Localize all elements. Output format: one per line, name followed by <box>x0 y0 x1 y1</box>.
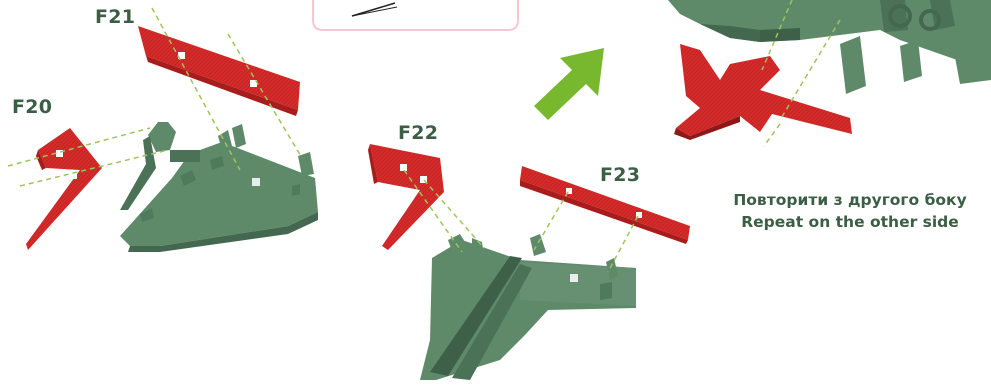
part-f22 <box>368 144 444 250</box>
label-f20: F20 <box>12 96 52 118</box>
arrow-up-right-icon <box>534 48 604 120</box>
instruction-uk: Повторити з другого боку <box>700 189 991 211</box>
label-f23: F23 <box>600 164 640 186</box>
label-f22: F22 <box>398 122 438 144</box>
part-f21 <box>138 26 300 116</box>
part-f20 <box>26 128 102 250</box>
right-red-parts <box>674 44 852 140</box>
middle-green-base <box>420 234 636 380</box>
callout-box <box>313 0 518 30</box>
left-green-base <box>120 122 318 252</box>
label-f21: F21 <box>95 6 135 28</box>
instruction-en: Repeat on the other side <box>700 211 991 233</box>
